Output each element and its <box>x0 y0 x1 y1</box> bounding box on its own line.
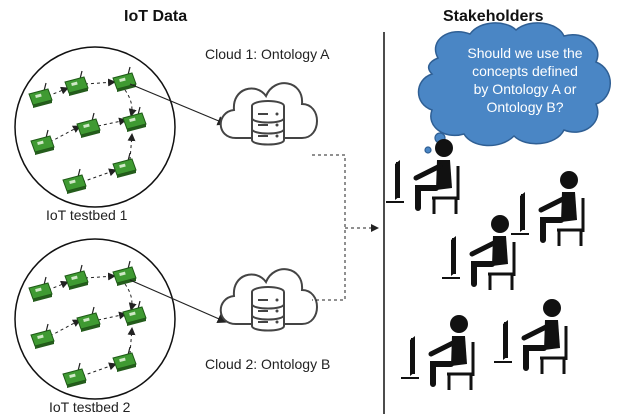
arrow-testbed1-to-cloud1 <box>129 83 228 126</box>
person-at-computer-icon <box>494 299 566 374</box>
question-line: Should we use the <box>467 45 583 61</box>
thought-bubble-dot <box>424 146 432 154</box>
stakeholder-question: Should we use the concepts defined by On… <box>430 44 620 116</box>
question-line: concepts defined <box>472 63 578 79</box>
testbed-2-network <box>28 260 147 389</box>
person-at-computer-icon <box>401 315 473 390</box>
stakeholders-title: Stakeholders <box>443 8 544 25</box>
cloud-merge-connector <box>312 154 346 301</box>
person-at-computer-icon <box>442 215 514 290</box>
thought-bubble-icon <box>417 22 611 147</box>
cloud-database-icon <box>219 82 318 146</box>
arrow-testbed2-to-cloud2 <box>129 279 228 324</box>
question-line: by Ontology A or <box>473 81 577 97</box>
person-at-computer-icon <box>511 171 583 246</box>
testbed-1-network <box>28 66 147 195</box>
cloud-1-label: Cloud 1: Ontology A <box>205 46 330 62</box>
testbed-2-label: IoT testbed 2 <box>49 399 131 415</box>
cloud-database-icon <box>219 268 318 332</box>
question-line: Ontology B? <box>486 99 564 115</box>
testbed-1-label: IoT testbed 1 <box>46 207 128 223</box>
cloud-2-label: Cloud 2: Ontology B <box>205 356 331 372</box>
iot-data-title: IoT Data <box>124 8 188 25</box>
person-at-computer-icon <box>386 139 458 214</box>
